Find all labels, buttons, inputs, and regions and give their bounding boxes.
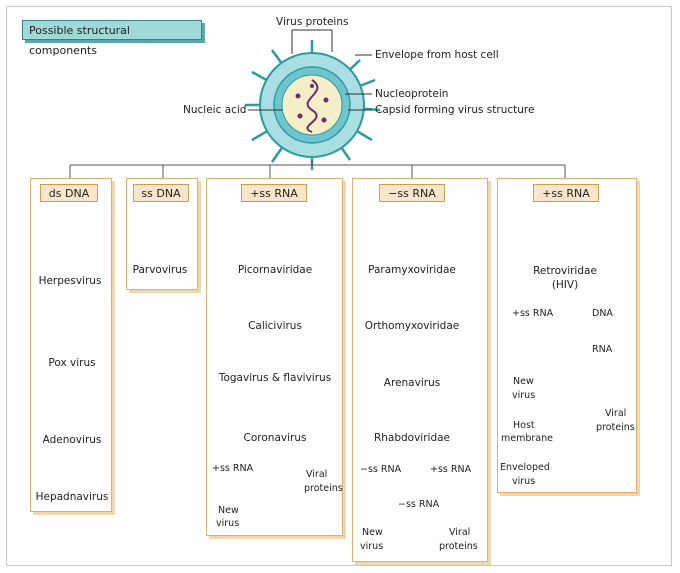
label-orthomyxoviridae: Orthomyxoviridae [364, 320, 460, 332]
panel-plus-ss-rna [206, 178, 343, 536]
label-adenovirus: Adenovirus [42, 434, 102, 446]
flow-plus-new: New [218, 505, 239, 516]
panel-retro [497, 178, 637, 493]
flow-plus-rna: +ss RNA [212, 463, 254, 474]
flow-retro-envvirus: virus [512, 476, 536, 487]
virus-proteins-label: Virus proteins [276, 16, 349, 28]
label-coronavirus: Coronavirus [243, 432, 307, 444]
panel-minus-ss-rna [352, 178, 488, 562]
label-herpesvirus: Herpesvirus [38, 275, 102, 287]
header-plus-ss-rna: +ss RNA [241, 184, 307, 202]
flow-plus-virus: virus [216, 518, 240, 529]
flow-retro-dna: DNA [592, 308, 613, 319]
flow-plus-proteins: proteins [304, 483, 343, 494]
header-retro: +ss RNA [533, 184, 599, 202]
envelope-label: Envelope from host cell [375, 49, 499, 61]
capsid-label: Capsid forming virus structure [375, 104, 535, 116]
panel-ds-dna [30, 178, 112, 512]
flow-retro-virus: virus [512, 390, 536, 401]
label-arenavirus: Arenavirus [383, 377, 441, 389]
label-pox-virus: Pox virus [48, 357, 96, 369]
flow-retro-viral: Viral [605, 408, 627, 419]
flow-plus-viral: Viral [306, 469, 328, 480]
flow-minus-viral: Viral [449, 527, 471, 538]
label-paramyxoviridae: Paramyxoviridae [368, 264, 456, 276]
label-rhabdoviridae: Rhabdoviridae [373, 432, 451, 444]
label-picornaviridae: Picornaviridae [237, 264, 313, 276]
virion-illustration [245, 40, 381, 170]
nucleic-acid-label: Nucleic acid [183, 104, 247, 116]
flow-retro-enveloped: Enveloped [500, 462, 550, 473]
label-retroviridae: Retroviridae [533, 265, 597, 277]
flow-minus-virus: virus [360, 541, 384, 552]
flow-retro-membrane: membrane [501, 433, 553, 444]
flow-minus-rna3: −ss RNA [398, 499, 440, 510]
header-ds-dna: ds DNA [40, 184, 98, 202]
flow-retro-rna2: RNA [592, 344, 613, 355]
label-togavirus: Togavirus & flavivirus [218, 372, 332, 384]
flow-retro-rna: +ss RNA [512, 308, 554, 319]
flow-minus-new: New [362, 527, 383, 538]
flow-retro-proteins: proteins [596, 422, 635, 433]
flow-minus-proteins: proteins [439, 541, 478, 552]
figure-frame [6, 6, 672, 566]
label-calicivirus: Calicivirus [248, 320, 302, 332]
flow-retro-new: New [513, 376, 534, 387]
header-ss-dna: ss DNA [133, 184, 189, 202]
nucleoprotein-label: Nucleoprotein [375, 88, 449, 100]
flow-minus-rna2: +ss RNA [430, 464, 472, 475]
header-minus-ss-rna: −ss RNA [379, 184, 445, 202]
label-hepadnavirus: Hepadnavirus [35, 491, 109, 503]
label-hiv: (HIV) [551, 279, 579, 291]
flow-retro-host: Host [513, 420, 535, 431]
flow-minus-rna1: −ss RNA [360, 464, 402, 475]
structural-components-tag: Possible structural components [22, 20, 202, 57]
label-parvovirus: Parvovirus [132, 264, 188, 276]
